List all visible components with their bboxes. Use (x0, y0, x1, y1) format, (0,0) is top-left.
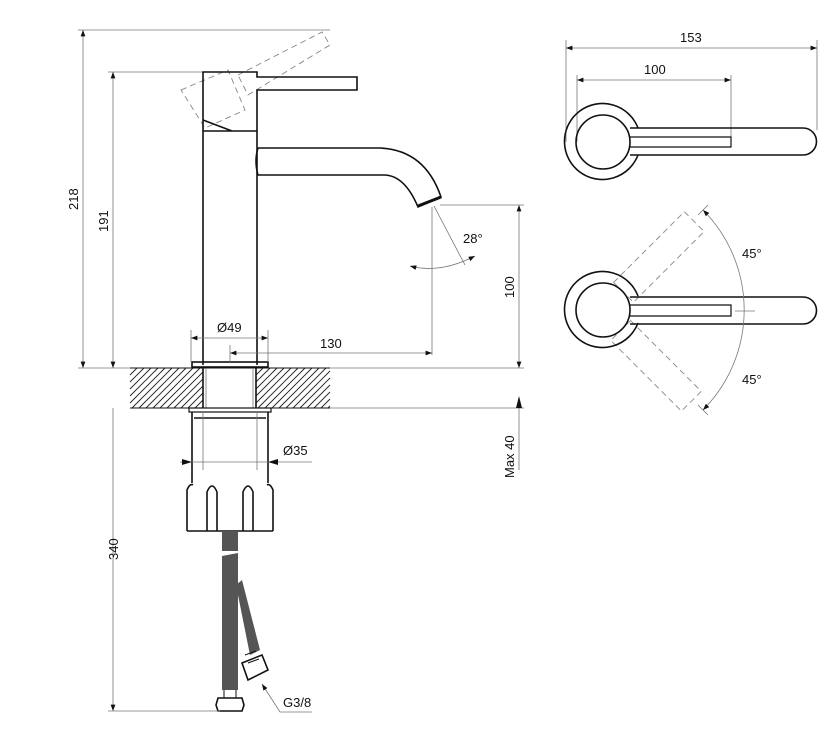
top-view: 153 100 (563, 30, 818, 181)
hatch-line (271, 367, 313, 409)
hatch-line (129, 367, 159, 397)
lever-dashed-right-swing (610, 319, 702, 412)
hose-nut-1 (215, 697, 245, 712)
hatch-line (159, 367, 201, 409)
dimension-191: 191 (78, 71, 205, 369)
hatch-line (129, 367, 152, 390)
hatch-line (194, 399, 204, 409)
dimension-191-label: 191 (96, 210, 111, 232)
dimension-218: 218 (66, 29, 330, 368)
dimension-340: 340 (106, 408, 220, 712)
mounting-shank: Ø35 (180, 407, 312, 532)
swing-view: 45° 45° (563, 204, 818, 416)
faucet-side-view (180, 31, 442, 368)
hatch-line (313, 391, 331, 409)
top-total-label: 153 (680, 30, 702, 45)
spout-height-label: 100 (502, 276, 517, 298)
mounting-nut (186, 483, 274, 532)
lever-dashed-left-swing (612, 211, 705, 303)
dimension-base-diameter: Ø49 (190, 320, 269, 362)
hatch-line (129, 367, 145, 383)
hose-nut-2 (240, 653, 270, 682)
hatch-line (255, 367, 278, 390)
hatch-line (255, 367, 292, 404)
dimension-130: 130 (229, 336, 432, 362)
hatch-line (257, 367, 299, 409)
hatch-line (285, 367, 327, 409)
hatch-line (278, 367, 320, 409)
dimension-100: 100 (440, 204, 524, 368)
hatch-line (299, 377, 331, 409)
spout-angle-label: 28° (463, 231, 483, 246)
hatch-line (129, 367, 166, 404)
hatch-line (255, 367, 271, 383)
reach-label: 130 (320, 336, 342, 351)
shank-diameter-label: Ø35 (283, 443, 308, 458)
hatch-line (264, 367, 306, 409)
hatch-line (145, 367, 187, 409)
hatch-line (306, 384, 331, 409)
hatch-line (292, 370, 331, 409)
hatch-line (152, 367, 194, 409)
swing-down-label: 45° (742, 372, 762, 387)
supply-hoses (215, 531, 270, 712)
hose-length-label: 340 (106, 538, 121, 560)
swing-up-label: 45° (742, 246, 762, 261)
dimension-max-40: Max 40 (502, 396, 522, 478)
hatch-line (166, 371, 204, 409)
hatch-line (173, 378, 204, 409)
handle (202, 71, 358, 131)
spout (255, 147, 442, 209)
hatch-line (138, 367, 180, 409)
thread-callout: G3/8 (261, 683, 312, 713)
hatch-line (180, 385, 204, 409)
max-thickness-label: Max 40 (502, 435, 517, 478)
hatch-line (131, 367, 173, 409)
hatch-line (129, 367, 138, 376)
base-diameter-label: Ø49 (217, 320, 242, 335)
hatch-line (187, 392, 204, 409)
top-slot-label: 100 (644, 62, 666, 77)
dimension-218-label: 218 (66, 188, 81, 210)
hatch-line (255, 367, 285, 397)
dimension-spout-angle: 28° (409, 205, 483, 355)
lever-dashed-raised (180, 31, 331, 129)
countertop-section (129, 367, 524, 409)
thread-label: G3/8 (283, 695, 311, 710)
hatch-line (320, 398, 331, 409)
hatch-line (255, 367, 264, 376)
